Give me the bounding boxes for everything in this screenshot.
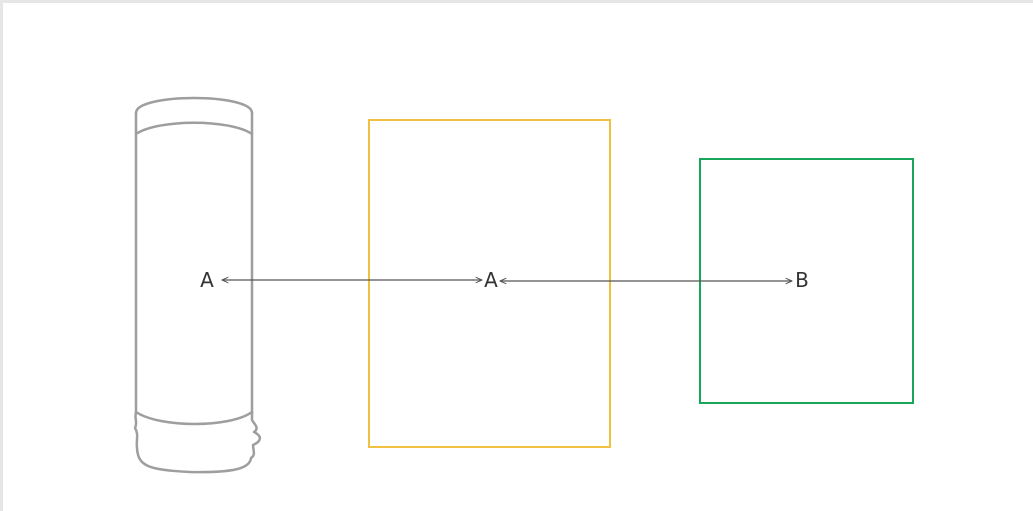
cylinder-body [136,113,252,413]
cylinder-label: A [200,268,214,292]
cylinder-top-rim [136,123,252,134]
cylinder-node[interactable] [135,98,260,472]
diagram-canvas: A A B [3,3,1033,511]
cylinder-bottom-rim [136,412,252,424]
cylinder-top-cap [136,98,252,113]
cylinder-bottom-cap [135,413,260,472]
green-box-label: B [795,268,809,292]
yellow-box-label: A [484,268,498,292]
diagram-svg: A A B [3,3,1033,511]
